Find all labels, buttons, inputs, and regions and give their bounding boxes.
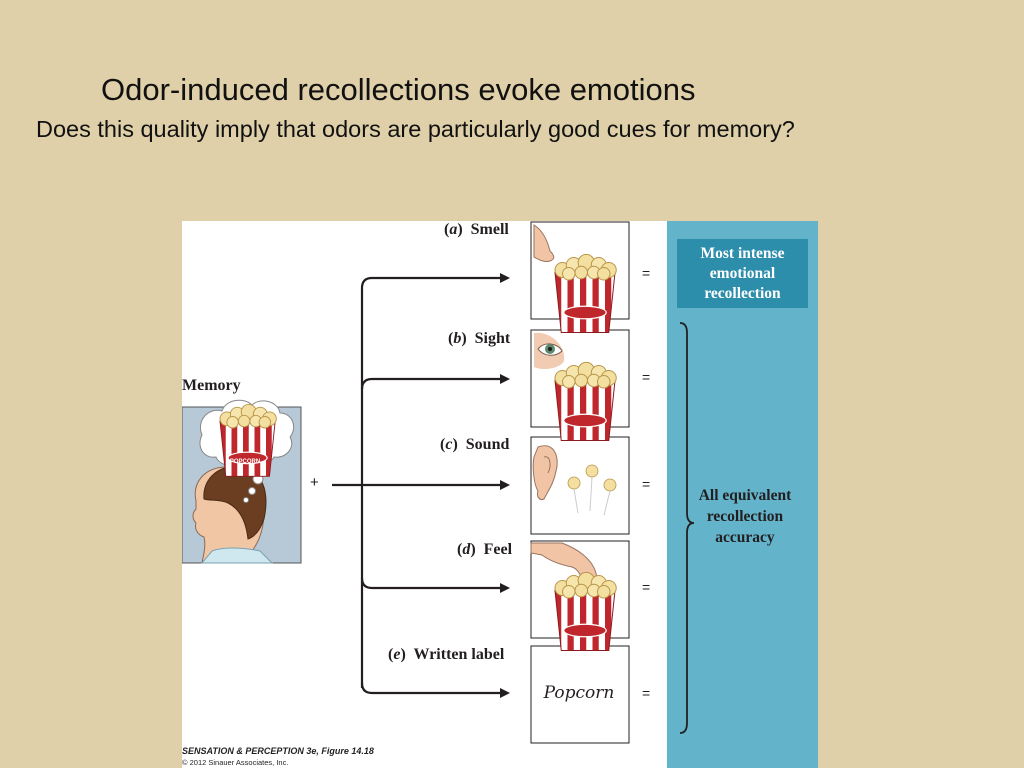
equals-sign: = bbox=[642, 369, 651, 385]
equals-sign: = bbox=[642, 579, 651, 595]
equals-sign: = bbox=[642, 265, 651, 281]
intense-result-box: Most intense emotional recollection bbox=[677, 239, 808, 308]
memory-panel: POPCORN bbox=[182, 399, 302, 564]
cue-label-feel: (d) Feel bbox=[457, 541, 513, 558]
slide-subtitle: Does this quality imply that odors are p… bbox=[36, 116, 795, 142]
slide-title: Odor-induced recollections evoke emotion… bbox=[101, 72, 696, 107]
cue-label-smell: (a) Smell bbox=[444, 221, 509, 238]
ear-icon bbox=[532, 445, 558, 500]
cue-arrows bbox=[332, 276, 502, 695]
written-label-word: Popcorn bbox=[543, 683, 615, 703]
nose-icon bbox=[533, 224, 555, 262]
popping-kernels-icon bbox=[567, 464, 617, 516]
cue-label-sound: (c) Sound bbox=[440, 436, 510, 453]
equals-sign: = bbox=[642, 685, 651, 701]
equivalent-result-text: All equivalent recollection accuracy bbox=[698, 487, 792, 546]
figure-source-caption: SENSATION & PERCEPTION 3e, Figure 14.18 bbox=[182, 746, 374, 756]
svg-text:POPCORN: POPCORN bbox=[230, 459, 260, 465]
cue-label-sight: (b) Sight bbox=[448, 330, 511, 347]
popcorn-memory-figure: POPCORN bbox=[182, 221, 818, 768]
plus-sign: + bbox=[310, 474, 319, 491]
eye-icon bbox=[534, 332, 565, 369]
cue-label-written: (e) Written label bbox=[388, 646, 505, 663]
equals-sign: = bbox=[642, 476, 651, 492]
figure-drawing: POPCORN bbox=[182, 221, 630, 744]
figure-copyright-caption: © 2012 Sinauer Associates, Inc. bbox=[182, 758, 289, 767]
memory-label: Memory bbox=[182, 377, 241, 394]
